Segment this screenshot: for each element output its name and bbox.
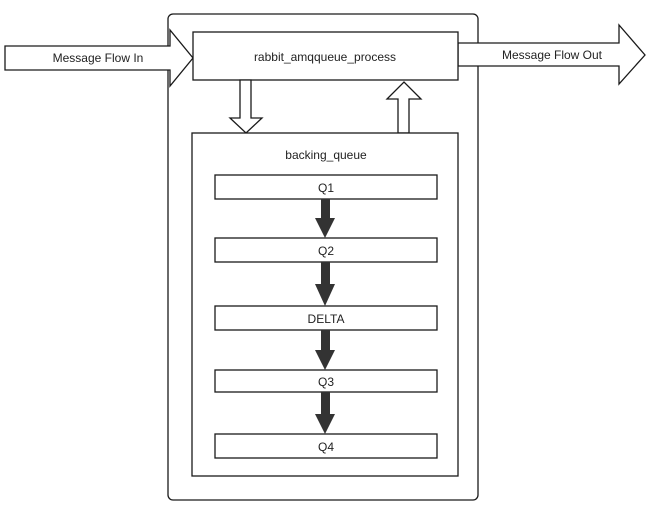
- queue-box-q4: [214, 433, 438, 459]
- queue-box-q2: [214, 237, 438, 263]
- solid-arrow-delta-q3: [315, 330, 335, 370]
- solid-arrow-q2-delta: [315, 262, 335, 306]
- queue-label-q4: Q4: [318, 440, 334, 454]
- queue-label-delta: DELTA: [308, 312, 345, 326]
- flow-out-label: Message Flow Out: [502, 48, 603, 62]
- flow-in-arrow: [4, 28, 194, 88]
- down-hollow-arrow: [228, 79, 264, 134]
- queue-label-q2: Q2: [318, 244, 334, 258]
- process-box: [192, 31, 459, 81]
- queue-box-delta: [214, 305, 438, 331]
- queue-box-q1: [214, 174, 438, 200]
- queue-label-q1: Q1: [318, 181, 334, 195]
- solid-arrow-q3-q4: [315, 392, 335, 434]
- backing-queue-label: backing_queue: [285, 148, 367, 162]
- up-hollow-arrow: [385, 81, 423, 134]
- process-label: rabbit_amqqueue_process: [254, 50, 396, 64]
- queue-label-q3: Q3: [318, 375, 334, 389]
- solid-arrow-q1-q2: [315, 199, 335, 238]
- flow-out-arrow: [457, 23, 646, 86]
- flow-in-label: Message Flow In: [53, 51, 144, 65]
